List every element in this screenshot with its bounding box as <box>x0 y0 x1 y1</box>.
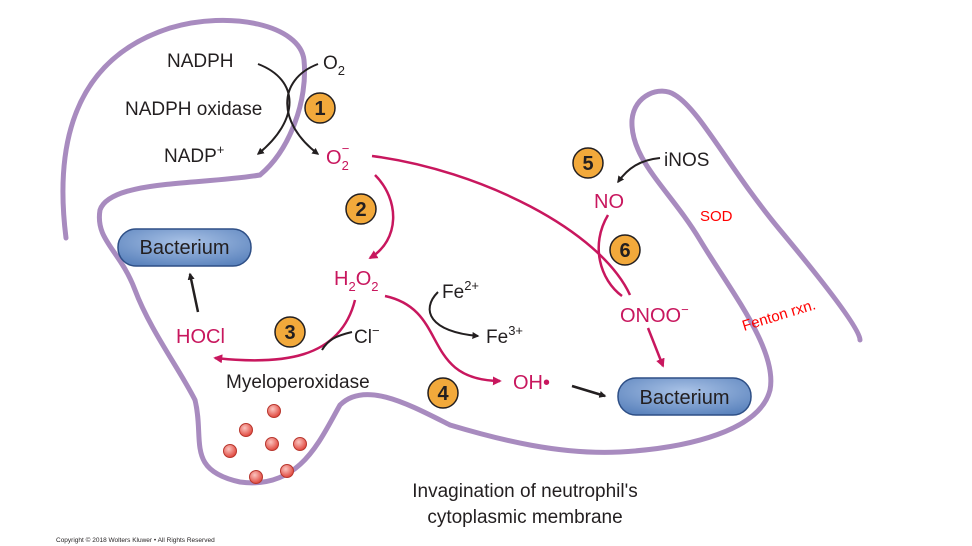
no-to-peroxynitrite-line <box>597 214 623 298</box>
fenton-annotation: Fenton rxn. <box>740 296 818 334</box>
step-3: 3 <box>274 316 306 348</box>
step-2-number: 2 <box>355 199 366 221</box>
inos-to-no-arrow <box>617 157 661 184</box>
chloride-label: Cl− <box>354 323 380 348</box>
step-5-number: 5 <box>582 153 593 175</box>
h2o2-label: H2O2 <box>334 268 378 294</box>
oxygen-label: O2 <box>323 53 345 78</box>
granule <box>293 437 307 451</box>
hocl-label: HOCl <box>176 326 225 348</box>
ferrous-label: Fe2+ <box>442 278 479 303</box>
sod-annotation: SOD <box>700 208 733 225</box>
superoxide-to-peroxynitrite-line <box>371 154 632 296</box>
step-6: 6 <box>609 234 641 266</box>
granule <box>239 423 253 437</box>
nadph-label: NADPH <box>167 51 234 72</box>
step-4: 4 <box>427 377 459 409</box>
iron-arrow <box>428 291 480 340</box>
ferric-label: Fe3+ <box>486 323 523 348</box>
hocl-to-bacterium-arrow <box>187 272 200 313</box>
superoxide-label: O2− <box>326 141 349 173</box>
step-2: 2 <box>345 193 377 225</box>
step-5: 5 <box>572 147 604 179</box>
step-1-number: 1 <box>314 98 325 120</box>
granules <box>223 404 307 484</box>
bacterium-right: Bacterium <box>617 377 752 416</box>
copyright-notice: Copyright © 2018 Wolters Kluwer • All Ri… <box>56 536 215 544</box>
granule <box>223 444 237 458</box>
chloride-line <box>321 331 353 351</box>
step-4-number: 4 <box>437 383 449 405</box>
step-1: 1 <box>304 92 336 124</box>
superoxide-to-h2o2-arrow <box>368 174 395 260</box>
granule <box>265 437 279 451</box>
peroxynitrite-to-bacterium-arrow <box>646 327 665 368</box>
membrane-outline <box>60 17 863 486</box>
inos-label: iNOS <box>664 150 709 171</box>
bacterium-right-label: Bacterium <box>639 387 729 409</box>
nadp-label: NADP+ <box>164 142 224 167</box>
granule <box>280 464 294 478</box>
step-6-number: 6 <box>619 240 630 262</box>
bacterium-left: Bacterium <box>117 228 252 267</box>
granule <box>267 404 281 418</box>
step-3-number: 3 <box>284 322 295 344</box>
nadph-to-nadp-arrow <box>256 63 291 155</box>
granule <box>249 470 263 484</box>
nadph-oxidase-label: NADPH oxidase <box>125 99 262 120</box>
myeloperoxidase-label: Myeloperoxidase <box>226 372 370 393</box>
h2o2-to-hydroxyl-arrow <box>384 294 502 386</box>
hydroxyl-radical-label: OH• <box>513 372 550 394</box>
nitric-oxide-label: NO <box>594 191 624 213</box>
bacterium-left-label: Bacterium <box>139 237 229 259</box>
h2o2-to-hocl-arrow <box>213 299 357 364</box>
peroxynitrite-label: ONOO− <box>620 302 689 327</box>
hydroxyl-to-bacterium-arrow <box>571 384 607 398</box>
caption-line-1: Invagination of neutrophil's <box>412 481 637 502</box>
caption-line-2: cytoplasmic membrane <box>427 507 622 528</box>
o2-to-superoxide-arrow <box>286 63 320 155</box>
